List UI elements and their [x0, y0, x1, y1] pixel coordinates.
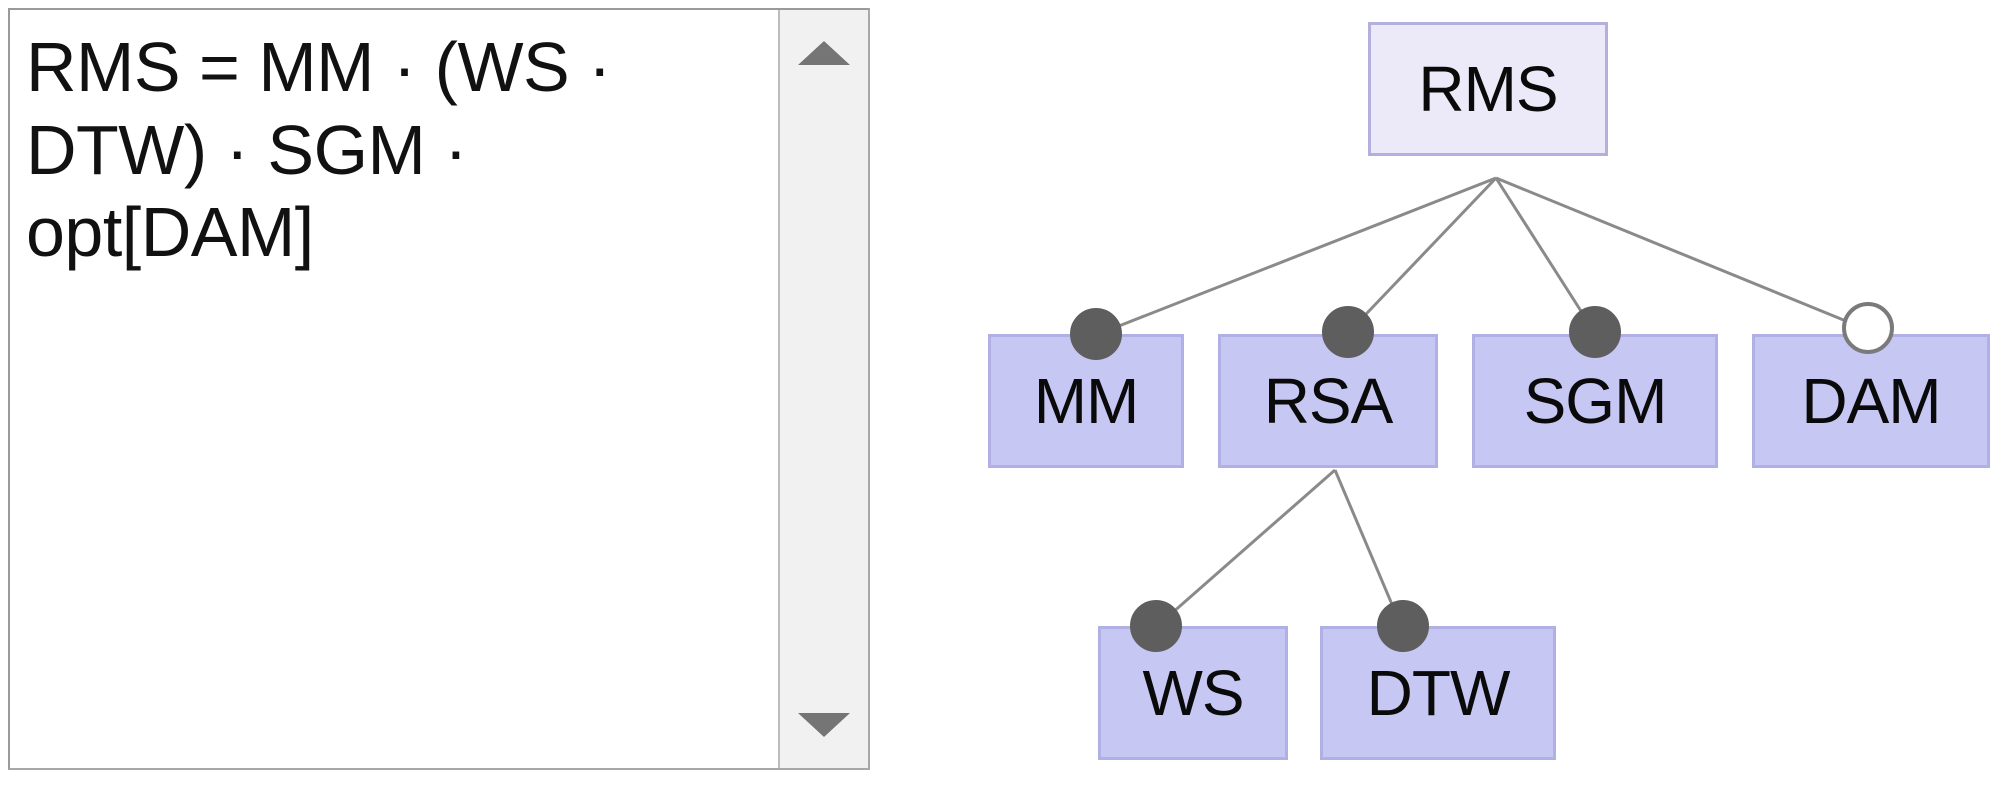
triangle-up-icon	[798, 41, 850, 65]
edge-rms-rsa	[1346, 176, 1498, 335]
edge-rms-dam	[1495, 176, 1869, 332]
optional-marker-dam-icon	[1842, 302, 1894, 354]
feature-node-ws-label: WS	[1142, 657, 1244, 729]
feature-node-ws[interactable]: WS	[1098, 626, 1288, 760]
feature-node-rsa[interactable]: RSA	[1218, 334, 1438, 468]
scrollbar-track[interactable]	[780, 96, 868, 682]
edge-rsa-ws	[1154, 468, 1336, 630]
feature-node-dtw-label: DTW	[1366, 657, 1511, 729]
feature-node-rsa-label: RSA	[1263, 365, 1394, 437]
scroll-down-button[interactable]	[780, 682, 868, 768]
scroll-up-button[interactable]	[780, 10, 868, 96]
vertical-scrollbar[interactable]	[778, 10, 868, 768]
edge-rms-mm	[1095, 176, 1497, 337]
feature-node-mm[interactable]: MM	[988, 334, 1184, 468]
mandatory-marker-dtw-icon	[1377, 600, 1429, 652]
mandatory-marker-ws-icon	[1130, 600, 1182, 652]
feature-node-rms-label: RMS	[1418, 53, 1558, 125]
feature-node-mm-label: MM	[1033, 365, 1140, 437]
feature-node-dam-label: DAM	[1801, 365, 1941, 437]
feature-node-sgm-label: SGM	[1523, 365, 1668, 437]
triangle-down-icon	[798, 713, 850, 737]
formula-text-input[interactable]: RMS = MM · (WS · DTW) · SGM · opt[DAM]	[10, 10, 770, 768]
formula-editor-panel[interactable]: RMS = MM · (WS · DTW) · SGM · opt[DAM]	[8, 8, 870, 770]
feature-node-rms[interactable]: RMS	[1368, 22, 1608, 156]
mandatory-marker-mm-icon	[1070, 308, 1122, 360]
mandatory-marker-rsa-icon	[1322, 306, 1374, 358]
feature-model-diagram: RMS MM RSA SGM DAM WS DTW	[950, 0, 2003, 796]
mandatory-marker-sgm-icon	[1569, 306, 1621, 358]
feature-node-dtw[interactable]: DTW	[1320, 626, 1556, 760]
feature-node-dam[interactable]: DAM	[1752, 334, 1990, 468]
